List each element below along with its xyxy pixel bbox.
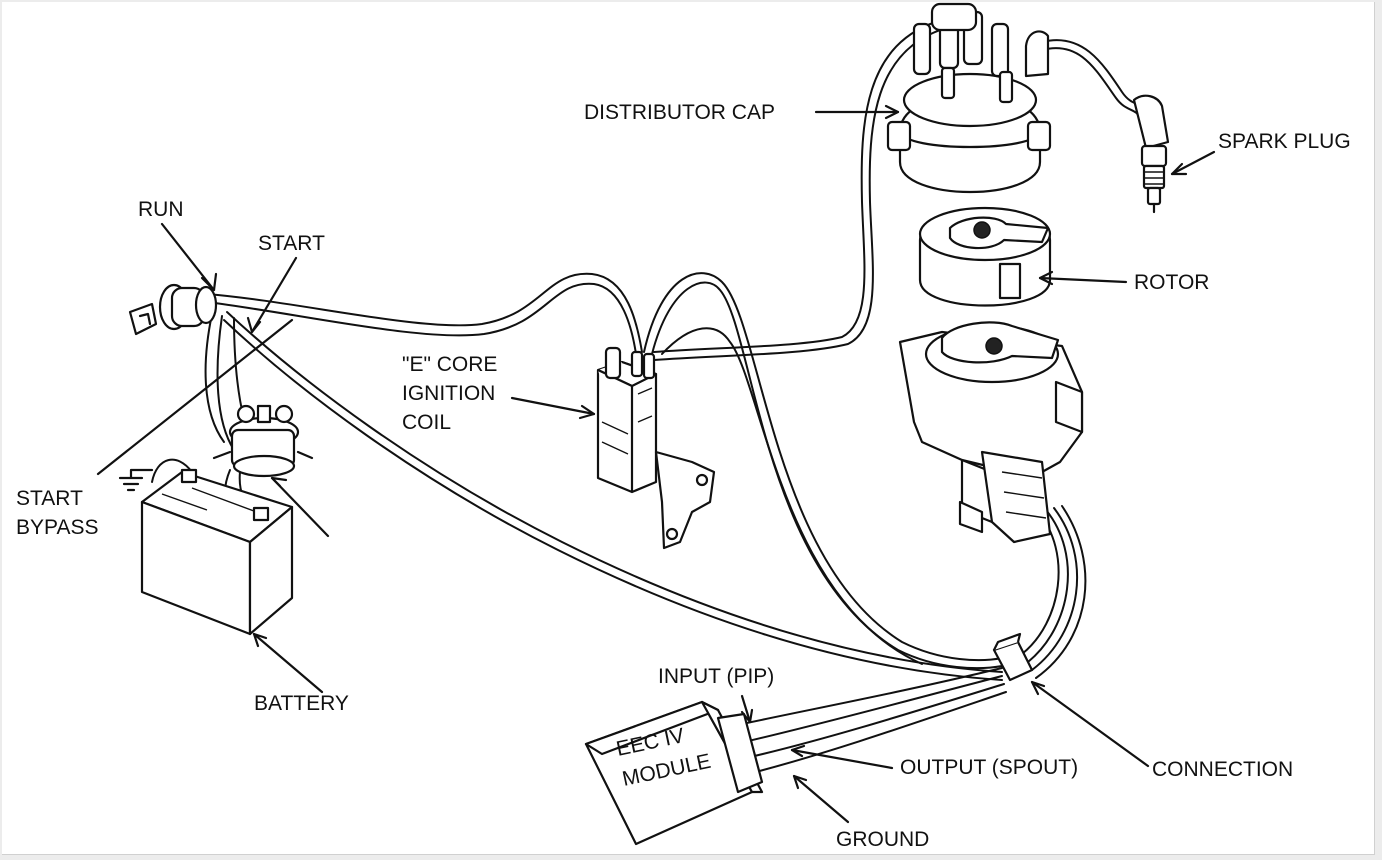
- label-start-bypass-line1: START: [16, 487, 83, 510]
- spark-plug: [1132, 94, 1170, 214]
- connection-connector: [992, 632, 1034, 682]
- label-ground: GROUND: [836, 828, 929, 851]
- label-connection: CONNECTION: [1152, 758, 1293, 781]
- ignition-switch: [128, 283, 218, 336]
- label-spark-plug: SPARK PLUG: [1218, 130, 1351, 153]
- distributor-cap: [886, 2, 1052, 193]
- label-run: RUN: [138, 198, 184, 221]
- label-coil-line3: COIL: [402, 411, 451, 434]
- label-output-spout: OUTPUT (SPOUT): [900, 756, 1078, 779]
- label-input-pip: INPUT (PIP): [658, 665, 774, 688]
- ignition-coil: [596, 346, 716, 550]
- label-distributor-cap: DISTRIBUTOR CAP: [584, 101, 775, 124]
- eec-iv-module: [584, 700, 764, 846]
- label-coil-line2: IGNITION: [402, 382, 495, 405]
- starter-solenoid: [212, 404, 314, 478]
- label-rotor: ROTOR: [1134, 271, 1209, 294]
- label-start-bypass-line2: BYPASS: [16, 516, 98, 539]
- wiring-harness: [151, 19, 1148, 775]
- label-battery: BATTERY: [254, 692, 349, 715]
- label-coil-line1: "E" CORE: [402, 353, 497, 376]
- battery: [118, 468, 294, 636]
- leader-lines: [96, 104, 1216, 824]
- rotor: [918, 206, 1052, 307]
- distributor-body: [898, 321, 1084, 544]
- label-start: START: [258, 232, 325, 255]
